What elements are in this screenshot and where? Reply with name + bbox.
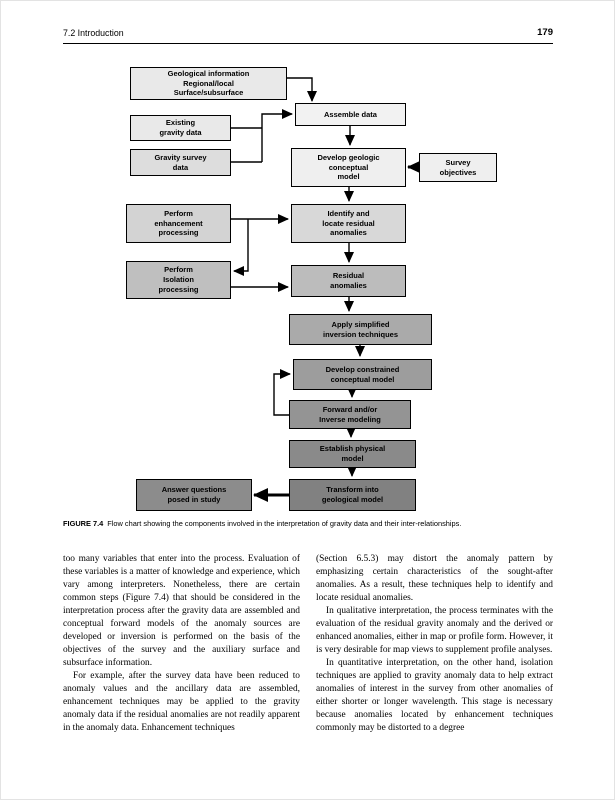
flow-node-assemble-data: Assemble data	[295, 103, 406, 126]
figure-caption-text: Flow chart showing the components involv…	[107, 519, 462, 528]
flow-node-develop-geologic-conceptual-model: Develop geologic conceptual model	[291, 148, 406, 187]
flow-node-identify-locate-residual-anomalies: Identify and locate residual anomalies	[291, 204, 406, 243]
flow-node-residual-anomalies: Residual anomalies	[291, 265, 406, 297]
flow-node-gravity-survey-data: Gravity survey data	[130, 149, 231, 176]
flow-node-forward-inverse-modeling: Forward and/or Inverse modeling	[289, 400, 411, 429]
flow-node-geological-information: Geological information Regional/local Su…	[130, 67, 287, 100]
flow-node-perform-isolation-processing: Perform Isolation processing	[126, 261, 231, 299]
flow-node-existing-gravity-data: Existing gravity data	[130, 115, 231, 141]
body-paragraph: In quantitative interpretation, on the o…	[316, 657, 553, 733]
body-column-left: too many variables that enter into the p…	[63, 553, 300, 735]
flow-node-transform-geological-model: Transform into geological model	[289, 479, 416, 511]
flow-node-apply-simplified-inversion: Apply simplified inversion techniques	[289, 314, 432, 345]
body-paragraph: too many variables that enter into the p…	[63, 554, 300, 668]
body-column-right: (Section 6.5.3) may distort the anomaly …	[316, 553, 553, 735]
body-paragraph: In qualitative interpretation, the proce…	[316, 605, 553, 655]
body-text: too many variables that enter into the p…	[63, 553, 553, 735]
page-number: 179	[537, 27, 553, 38]
body-paragraph: For example, after the survey data have …	[63, 670, 300, 733]
body-paragraph: (Section 6.5.3) may distort the anomaly …	[316, 554, 553, 603]
flow-node-develop-constrained-model: Develop constrained conceptual model	[293, 359, 432, 390]
section-heading: 7.2 Introduction	[63, 28, 124, 38]
figure-flowchart: Geological information Regional/local Su…	[126, 67, 497, 511]
flow-node-answer-questions: Answer questions posed in study	[136, 479, 252, 511]
figure-caption-label: FIGURE 7.4	[63, 519, 104, 528]
flow-node-establish-physical-model: Establish physical model	[289, 440, 416, 468]
running-head: 7.2 Introduction 179	[63, 27, 553, 44]
flow-node-perform-enhancement-processing: Perform enhancement processing	[126, 204, 231, 243]
flow-node-survey-objectives: Survey objectives	[419, 153, 497, 182]
